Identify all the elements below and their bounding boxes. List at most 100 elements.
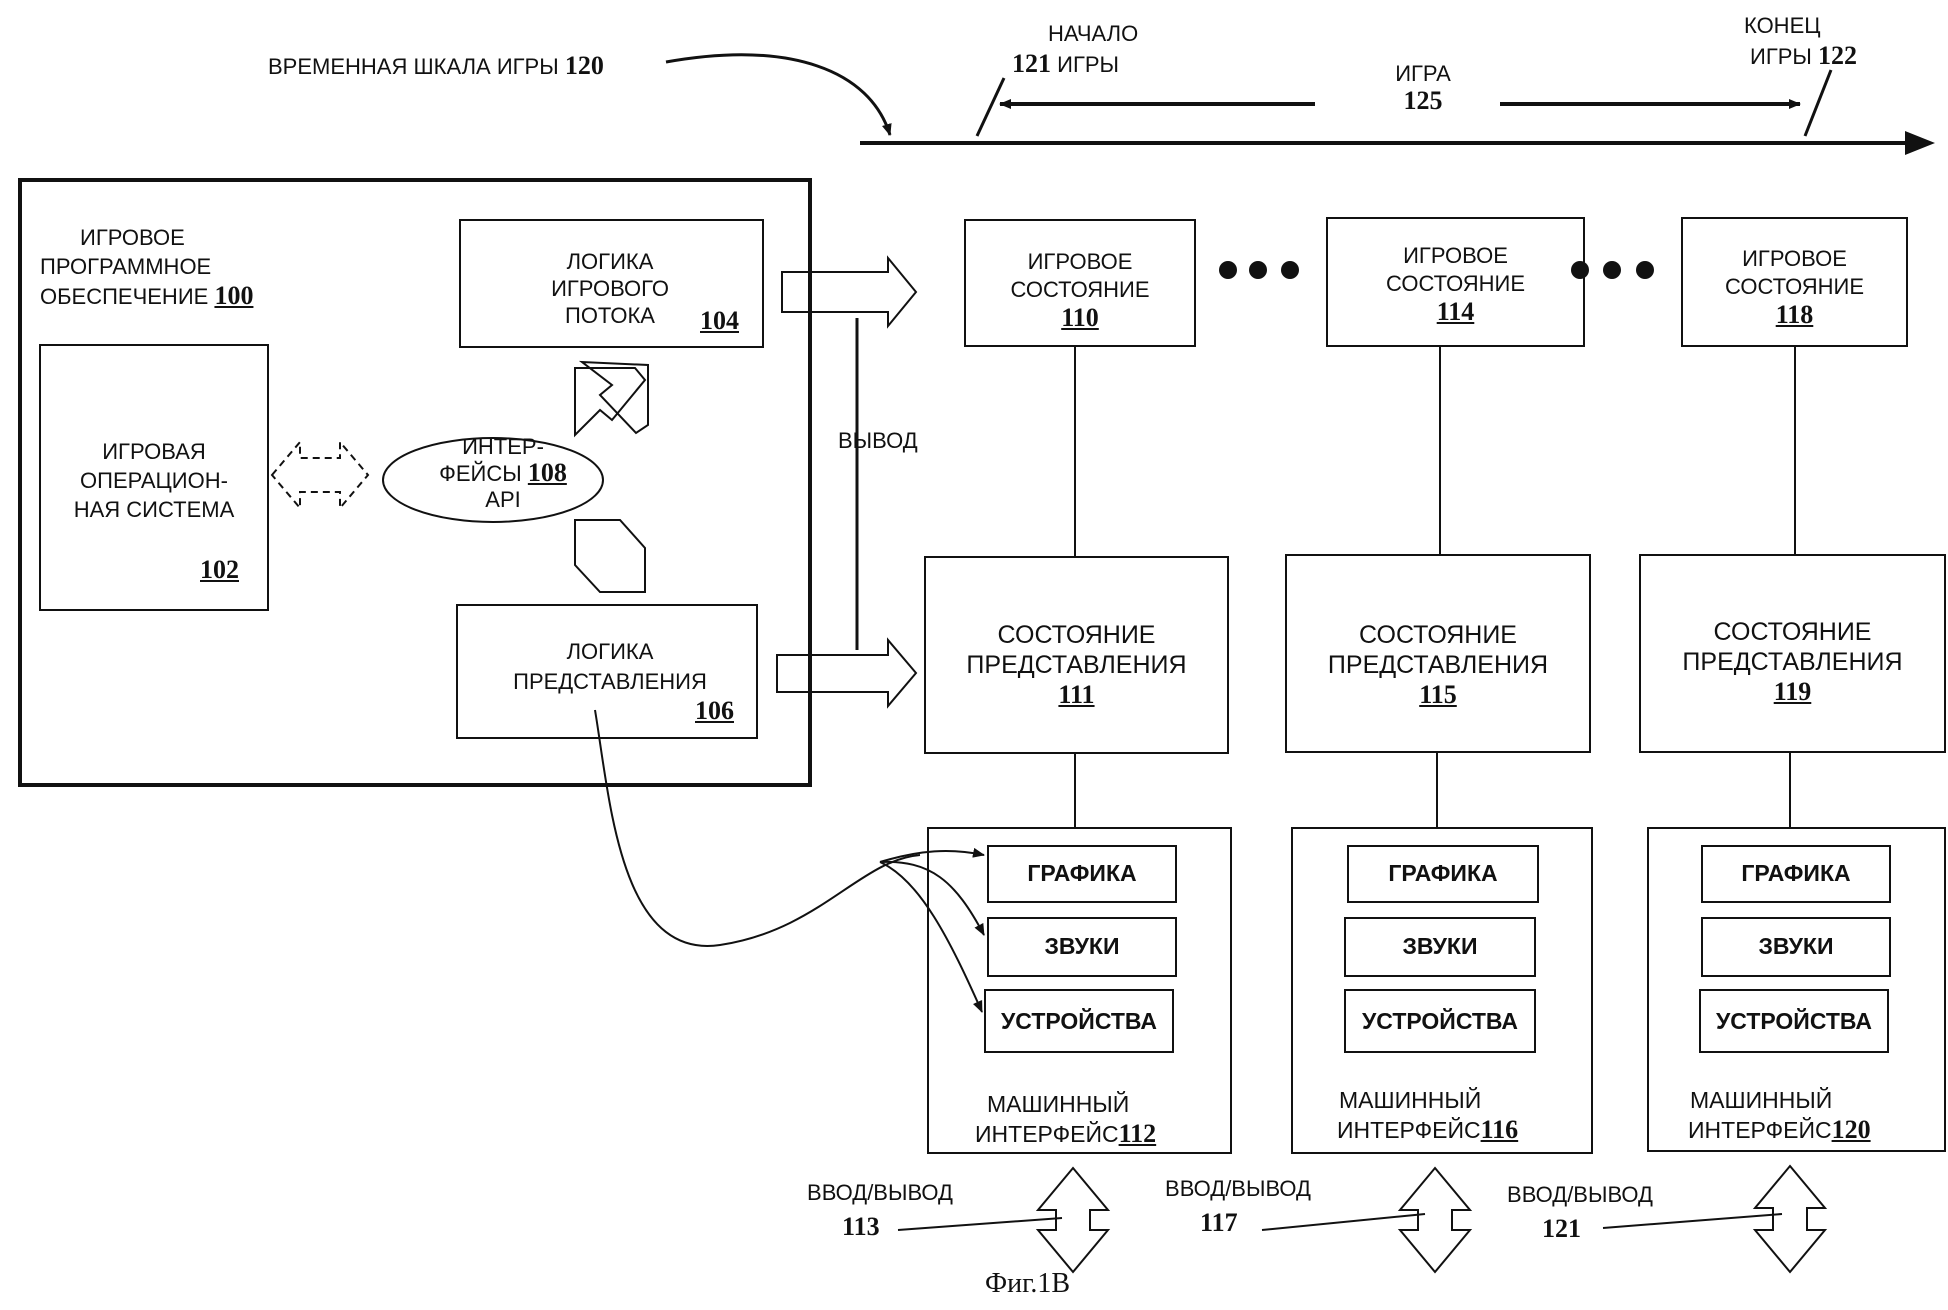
io-ref: 121 xyxy=(1542,1214,1581,1243)
pres-state-line2: ПРЕДСТАВЛЕНИЯ xyxy=(1682,648,1903,676)
sounds-label-3: ЗВУКИ xyxy=(1758,933,1834,959)
sounds-box-1 xyxy=(987,917,1177,977)
io-label-text: ВВОД/ВЫВОД xyxy=(807,1180,953,1205)
start-label: НАЧАЛО xyxy=(1048,20,1138,47)
machine-interface-ref: 112 xyxy=(1118,1119,1157,1148)
machine-interface-label-3: МАШИННЫЙ ИНТЕРФЕЙС120 xyxy=(1688,1086,1871,1145)
pres-state-label-1: СОСТОЯНИЕ ПРЕДСТАВЛЕНИЯ 111 xyxy=(925,620,1228,710)
game-label: ИГРА 125 xyxy=(1388,60,1458,114)
flow-logic-line3: ПОТОКА xyxy=(565,303,655,328)
io-leader-3 xyxy=(1602,1213,1783,1229)
software-label: ИГРОВОЕ ПРОГРАММНОЕ ОБЕСПЕЧЕНИЕ 100 xyxy=(40,223,253,311)
pres-state-line2: ПРЕДСТАВЛЕНИЯ xyxy=(966,651,1187,679)
io-label-text: ВВОД/ВЫВОД xyxy=(1507,1182,1653,1207)
link-arrow-graphics xyxy=(879,847,985,863)
game-os-box xyxy=(39,344,269,611)
start-ref: 121 xyxy=(1012,49,1051,78)
flow-logic-label: ЛОГИКА ИГРОВОГО ПОТОКА xyxy=(510,248,710,329)
os-label: ИГРОВАЯ ОПЕРАЦИОН- НАЯ СИСТЕМА xyxy=(40,437,268,524)
machine-interface-ref: 120 xyxy=(1831,1115,1871,1144)
pres-output-arrow xyxy=(776,637,918,709)
output-label: ВЫВОД xyxy=(838,427,918,454)
end-tick xyxy=(1803,69,1833,137)
figure-caption: Фиг.1В xyxy=(985,1268,1070,1300)
pres-state-line1: СОСТОЯНИЕ xyxy=(1713,618,1872,646)
io-ref: 117 xyxy=(1200,1208,1238,1237)
ellipsis-dot xyxy=(1281,261,1299,279)
machine-interface-line2: ИНТЕРФЕЙС xyxy=(1337,1117,1481,1143)
software-line1: ИГРОВОЕ xyxy=(80,225,185,250)
graphics-label-1: ГРАФИКА xyxy=(1027,860,1137,886)
machine-interface-line2: ИНТЕРФЕЙС xyxy=(975,1121,1119,1147)
os-line2: ОПЕРАЦИОН- xyxy=(80,468,228,493)
machine-interface-line1: МАШИННЫЙ xyxy=(1339,1087,1482,1113)
devices-box-3 xyxy=(1699,989,1889,1053)
flow-logic-ref: 104 xyxy=(700,307,739,335)
end-label-text: КОНЕЦ xyxy=(1744,13,1821,38)
start-label-text2: ИГРЫ xyxy=(1057,52,1119,77)
pres-state-line1: СОСТОЯНИЕ xyxy=(997,621,1156,649)
pres-state-line1: СОСТОЯНИЕ xyxy=(1359,621,1517,649)
os-api-double-arrow xyxy=(270,439,370,511)
machine-interface-ref: 116 xyxy=(1480,1115,1519,1144)
game-state-line1: ИГРОВОЕ xyxy=(1027,249,1133,274)
pres-logic-ref-num: 106 xyxy=(695,696,734,725)
pres-state-line2: ПРЕДСТАВЛЕНИЯ xyxy=(1327,651,1549,679)
pres-logic-line2: ПРЕДСТАВЛЕНИЯ xyxy=(513,669,707,694)
end-label: КОНЕЦ xyxy=(1744,12,1821,39)
graphics-label-3: ГРАФИКА xyxy=(1741,860,1851,886)
graphics-label-2: ГРАФИКА xyxy=(1388,860,1498,886)
api-line3: API xyxy=(485,487,521,512)
api-line1: ИНТЕР- xyxy=(462,434,544,459)
machine-interface-line1: МАШИННЫЙ xyxy=(987,1091,1130,1117)
pres-logic-ref: 106 xyxy=(695,697,734,725)
pres-state-ref: 115 xyxy=(1419,680,1457,709)
pres-state-box-3 xyxy=(1639,554,1946,753)
machine-interface-line2: ИНТЕРФЕЙС xyxy=(1688,1117,1832,1143)
io-label-3: ВВОД/ВЫВОД 121 xyxy=(1490,1178,1670,1246)
link-arrow-devices xyxy=(879,861,983,1013)
start-tick xyxy=(975,77,1006,137)
pres-logic-line1: ЛОГИКА xyxy=(566,639,654,664)
flow-logic-line1: ЛОГИКА xyxy=(566,249,654,274)
machine-interface-label-1: МАШИННЫЙ ИНТЕРФЕЙС112 xyxy=(975,1090,1156,1149)
timeline-axis-arrowhead xyxy=(1905,131,1935,155)
ellipsis-dot xyxy=(1571,261,1589,279)
timeline-label-arrow xyxy=(665,53,892,136)
devices-label-3: УСТРОЙСТВА xyxy=(1715,1008,1872,1034)
timeline-label: ВРЕМЕННАЯ ШКАЛА ИГРЫ 120 xyxy=(268,52,604,80)
io-label-2: ВВОД/ВЫВОД 117 xyxy=(1148,1172,1328,1240)
api-pres-double-arrow xyxy=(574,519,646,593)
api-flow-double-arrow xyxy=(574,360,649,438)
api-ref: 108 xyxy=(527,458,567,487)
start-label-text: НАЧАЛО xyxy=(1048,21,1139,46)
devices-box-2 xyxy=(1344,989,1536,1053)
game-state-line2: СОСТОЯНИЕ xyxy=(1010,277,1150,302)
api-ellipse xyxy=(382,437,604,523)
os-line1: ИГРОВАЯ xyxy=(102,439,206,464)
pres-state-label-2: СОСТОЯНИЕ ПРЕДСТАВЛЕНИЯ 115 xyxy=(1286,620,1590,710)
io-double-arrow-3 xyxy=(1752,1164,1828,1274)
output-label-text: ВЫВОД xyxy=(838,428,918,453)
devices-box-1 xyxy=(984,989,1174,1053)
game-state-ref: 114 xyxy=(1436,297,1475,326)
start-label-line2: 121 ИГРЫ xyxy=(1012,50,1119,78)
machine-interface-line1: МАШИННЫЙ xyxy=(1690,1087,1833,1113)
graphics-box-1 xyxy=(987,845,1177,903)
ellipsis-dot xyxy=(1603,261,1621,279)
machine-interface-box-2 xyxy=(1291,827,1593,1154)
api-line2: ФЕЙСЫ xyxy=(439,461,522,486)
game-state-label-3: ИГРОВОЕ СОСТОЯНИЕ 118 xyxy=(1682,245,1907,329)
pres-state-ref: 111 xyxy=(1058,680,1095,709)
game-label-text: ИГРА xyxy=(1395,61,1451,86)
pres-state-box-1 xyxy=(924,556,1229,754)
ellipsis-dot xyxy=(1219,261,1237,279)
game-state-box-1 xyxy=(964,219,1196,347)
io-label-text: ВВОД/ВЫВОД xyxy=(1165,1176,1311,1201)
io-label-1: ВВОД/ВЫВОД 113 xyxy=(790,1176,970,1244)
devices-label-2: УСТРОЙСТВА xyxy=(1361,1008,1518,1034)
flow-logic-line2: ИГРОВОГО xyxy=(551,276,669,301)
flow-logic-box xyxy=(459,219,764,348)
io-ref: 113 xyxy=(842,1212,880,1241)
sounds-label-2: ЗВУКИ xyxy=(1402,933,1478,959)
